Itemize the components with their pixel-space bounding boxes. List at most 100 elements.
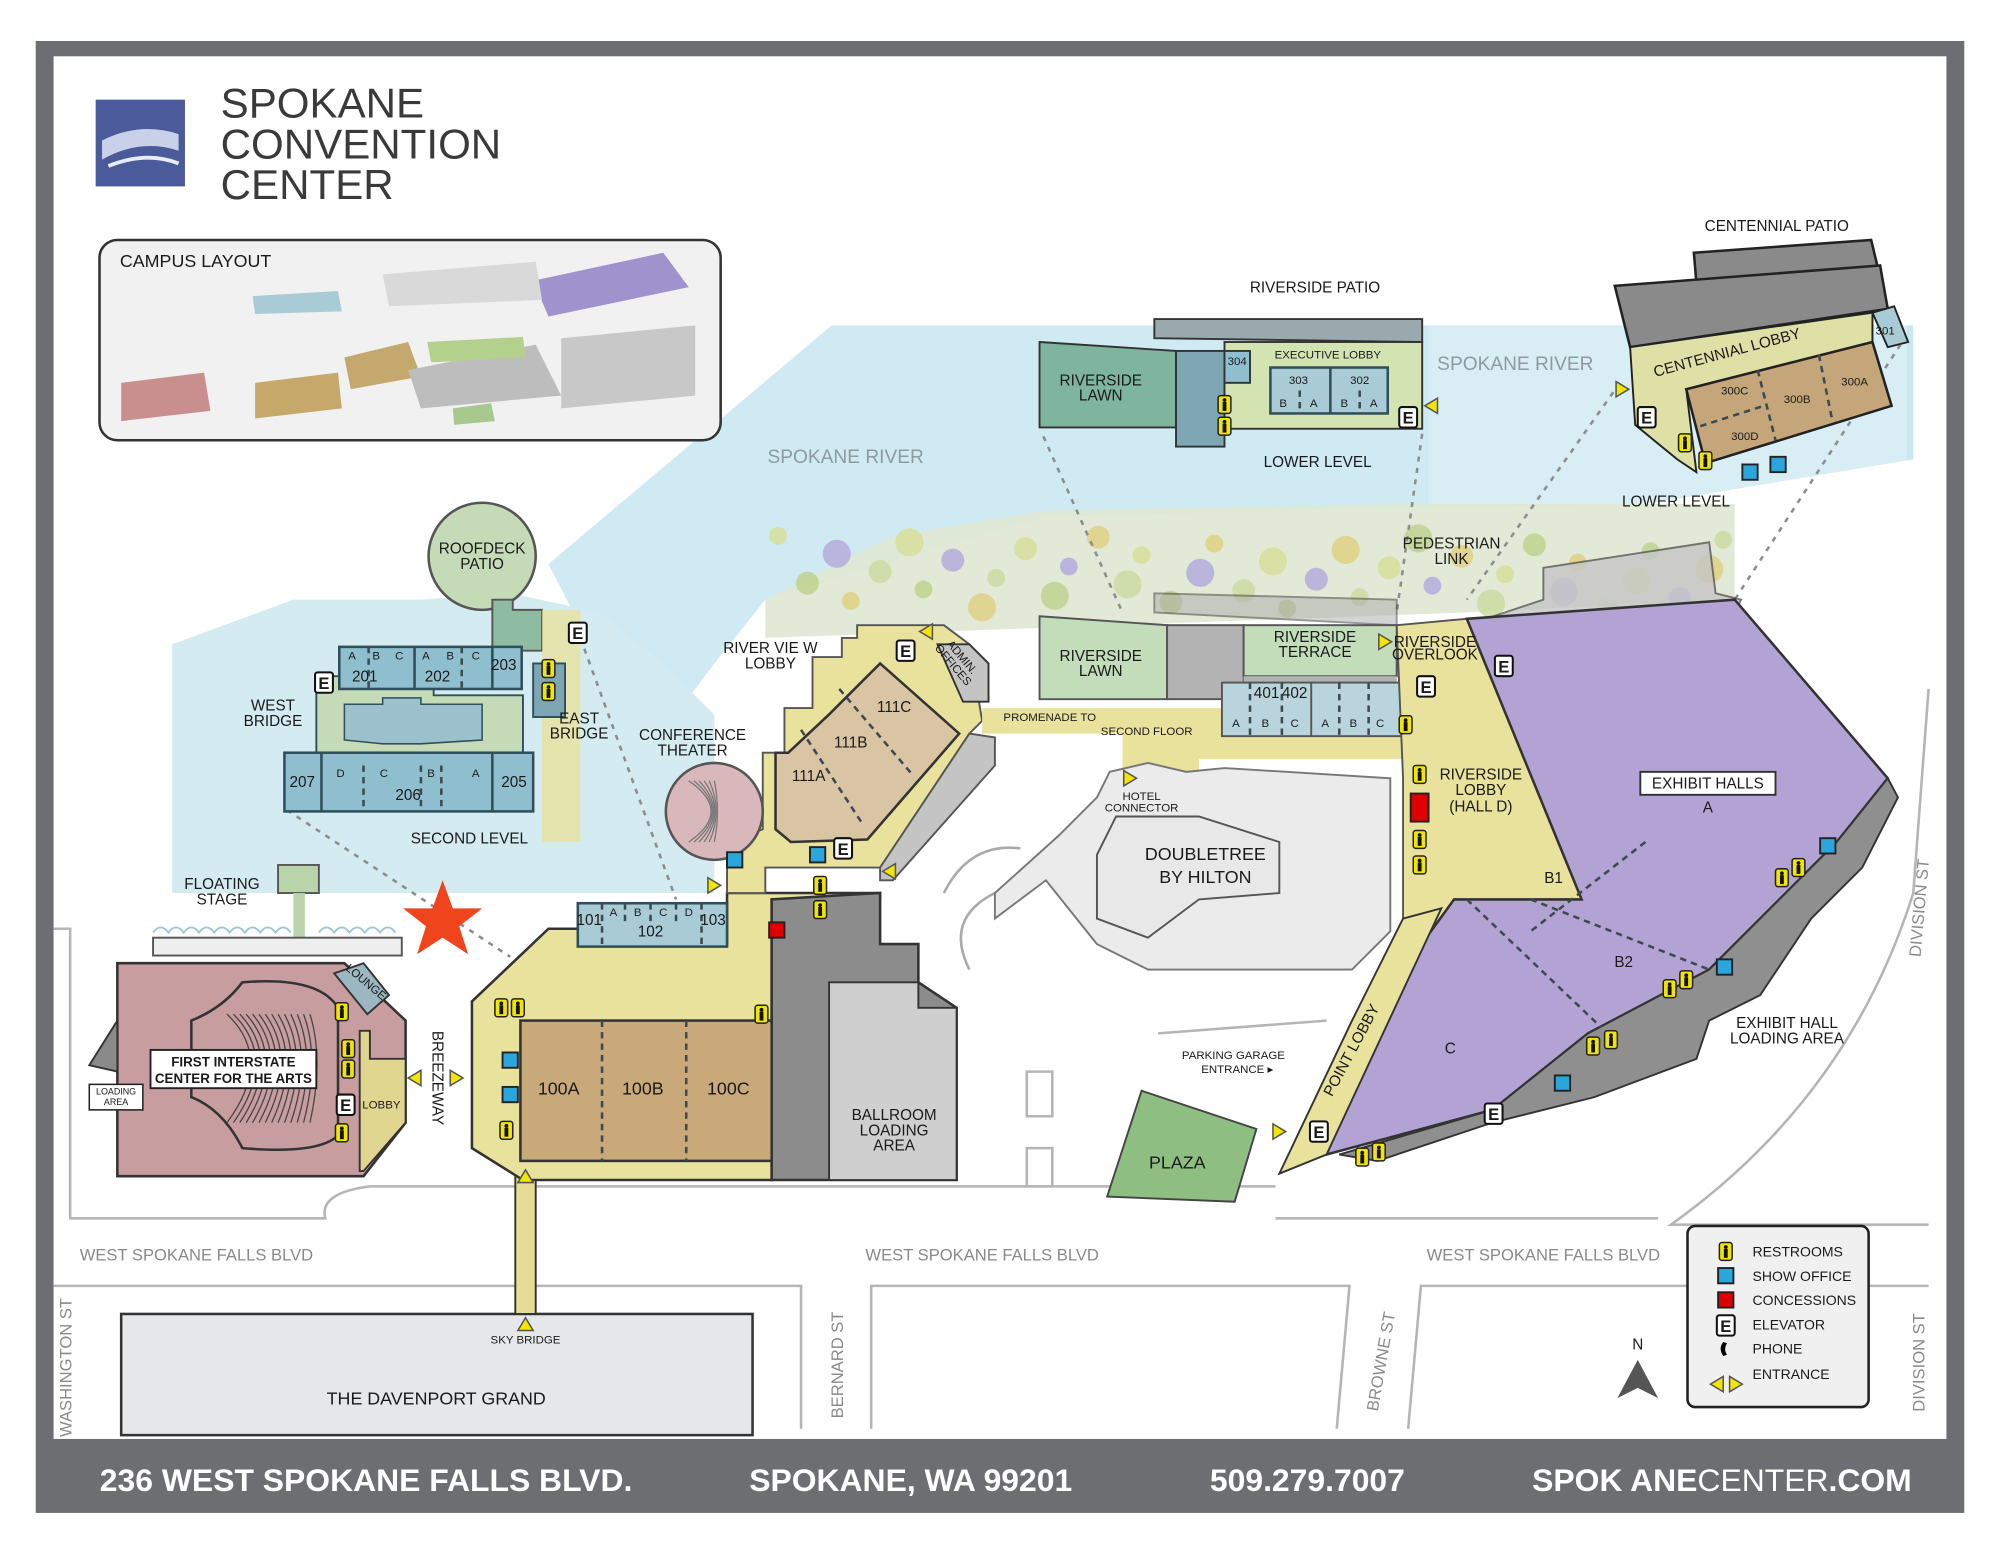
room-203[interactable]: 203 [491,657,517,674]
parking-label-2: ENTRANCE ▸ [1201,1064,1273,1076]
elevator-icon[interactable]: E [567,621,588,645]
riverside-lawn-lower-2: LAWN [1079,388,1123,405]
elevator-icon[interactable]: E [335,1093,356,1116]
elevator-icon[interactable]: E [833,837,854,860]
room-111c[interactable]: 111C [877,699,911,716]
room-201[interactable]: 201 [352,668,378,685]
exhibit-halls-label-box [1639,770,1777,796]
plaza[interactable] [1105,1089,1258,1203]
room-300a[interactable]: 300A [1841,376,1868,388]
entrance-icon[interactable] [449,1068,465,1087]
campus-layout-inset[interactable]: CAMPUS LAYOUT [98,238,722,442]
riverview-wing[interactable] [664,624,1404,894]
show-office-icon [1741,463,1759,481]
room-304[interactable]: 304 [1228,356,1248,368]
tree-icon [1040,581,1069,610]
tree-icon [968,593,997,622]
room-401[interactable]: 401 [1254,685,1280,702]
room-301[interactable]: 301 [1876,325,1895,337]
hall-c[interactable]: C [1445,1041,1456,1058]
first-interstate-center[interactable] [87,961,407,1178]
room-111a[interactable]: 111A [792,768,826,785]
legend-show-office: SHOW OFFICE [1753,1268,1852,1284]
room-202b: B [446,651,454,663]
entrance-icon[interactable] [1423,396,1439,415]
entrance-icon[interactable] [516,1168,535,1184]
show-office-icon [1715,958,1734,976]
room-402[interactable]: 402 [1282,685,1308,702]
room-100b[interactable]: 100B [622,1079,664,1099]
seat-row [693,780,714,843]
entrance-icon[interactable] [1378,632,1394,651]
doubletree-hotel[interactable] [942,761,1392,971]
entrance-icon[interactable] [1122,769,1138,788]
room-111b[interactable]: 111B [834,735,867,752]
room-100c[interactable]: 100C [707,1079,750,1099]
elevator-icon[interactable]: E [1398,406,1419,429]
entrance-icon[interactable] [707,876,723,895]
room-206a: A [472,768,480,780]
elevator-icon[interactable]: E [1308,1120,1329,1143]
room-300c[interactable]: 300C [1721,385,1748,397]
elevator-icon[interactable]: E [1636,406,1657,429]
elevator-icon[interactable]: E [1493,654,1514,678]
riverside-lower-level-title: LOWER LEVEL [1264,454,1372,471]
doubletree-label-2: BY HILTON [1159,867,1251,887]
entrance-icon[interactable] [406,1068,422,1087]
elevator-icon[interactable]: E [895,639,916,662]
elevator-icon[interactable]: E [1715,1314,1736,1337]
footer-website[interactable]: SPOK ANECENTER.COM [1532,1462,1912,1498]
room-206[interactable]: 206 [395,787,421,804]
room-300d[interactable]: 300D [1731,431,1758,443]
elevator-icon[interactable]: E [1483,1102,1504,1125]
riverview-lobby-1: RIVER VIE W [723,640,818,657]
second-level-plan[interactable] [283,501,581,843]
room-202[interactable]: 202 [425,668,451,685]
elevator-icon[interactable]: E [314,671,334,694]
sky-bridge[interactable] [514,1162,537,1315]
riverside-lawn-main-1: RIVERSIDE [1060,648,1142,665]
entrance-icon[interactable] [1728,1375,1744,1394]
conference-theater-1: CONFERENCE [639,727,746,744]
room-302[interactable]: 302 [1350,375,1369,387]
riverview-lobby-2: LOBBY [745,656,796,673]
hall-a[interactable]: A [1703,800,1714,817]
street-division-south: DIVISION ST [1910,1313,1929,1412]
tree-icon [769,526,787,545]
entrance-icon[interactable] [1615,380,1631,399]
room-100a[interactable]: 100A [538,1079,580,1099]
entrance-icon[interactable] [881,862,897,881]
riverside-lower-level-plan[interactable] [1038,318,1424,448]
room-102[interactable]: 102 [638,923,664,940]
centennial-lower-level-plan[interactable] [1613,238,1910,475]
footer-phone[interactable]: 509.279.7007 [1210,1462,1405,1498]
entrance-icon[interactable] [1272,1122,1288,1141]
svg-text:E: E [1641,409,1652,428]
west-bridge-2: BRIDGE [244,713,303,730]
legend-entrance: ENTRANCE [1753,1366,1830,1382]
restroom-icon [541,658,556,679]
hall-b1[interactable]: B1 [1544,870,1563,887]
room-300b[interactable]: 300B [1784,394,1811,406]
entrance-icon[interactable] [918,622,934,641]
elevator-icon[interactable]: E [1416,675,1436,698]
room-205[interactable]: 205 [501,774,527,791]
riverside-lawn-main-2: LAWN [1079,663,1123,680]
riverside-wing[interactable] [1038,592,1405,738]
zoom-guide-lines [286,343,1902,958]
davenport-grand-building[interactable] [119,1312,754,1437]
restroom-icon [341,1038,356,1059]
spokane-river-label-east: SPOKANE RIVER [1437,354,1593,375]
room-103[interactable]: 103 [700,912,726,929]
entrance-icon[interactable] [516,1316,535,1332]
ballroom-building[interactable] [470,891,958,1182]
concessions-icon [1409,792,1430,823]
room-102c: C [659,907,667,919]
room-207[interactable]: 207 [290,774,316,791]
hall-b2[interactable]: B2 [1614,954,1633,971]
exhibit-halls[interactable] [1277,541,1900,1176]
room-101[interactable]: 101 [577,912,603,929]
entrance-icon[interactable] [1708,1375,1724,1394]
floating-stage[interactable] [152,864,403,957]
room-303[interactable]: 303 [1289,375,1308,387]
